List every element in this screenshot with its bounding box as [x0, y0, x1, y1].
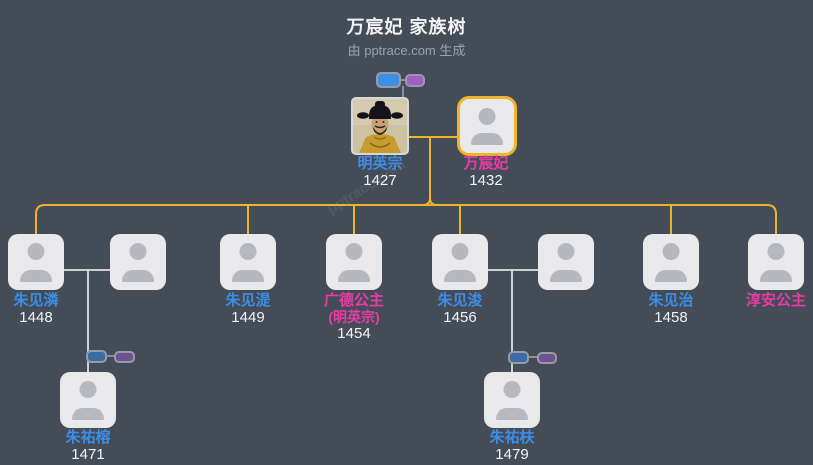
left-family-male-icon[interactable]	[86, 350, 107, 363]
node-card-child-4[interactable]	[326, 234, 382, 290]
person-name: 万宸妃	[463, 155, 509, 172]
label-grandchild-1: 朱祐榕 1471	[65, 429, 110, 463]
label-child-7: 朱见治 1458	[648, 292, 693, 326]
person-year: 1454	[337, 325, 371, 342]
person-placeholder-icon	[20, 270, 52, 282]
header: 万宸妃 家族树 由 pptrace.com 生成	[0, 14, 813, 60]
person-name: 明英宗	[357, 155, 403, 172]
emperor-portrait	[353, 99, 407, 153]
person-placeholder-icon	[129, 243, 147, 260]
person-placeholder-icon	[662, 243, 680, 260]
person-name: 朱见浚	[437, 292, 483, 309]
person-placeholder-icon	[655, 270, 687, 282]
person-year: 1471	[71, 446, 105, 463]
root-descent-line	[422, 137, 438, 206]
node-card-grandchild-1[interactable]	[60, 372, 116, 428]
label-child-8: 淳安公主	[746, 292, 806, 309]
person-placeholder-icon	[72, 408, 104, 420]
person-name-note: (明英宗)	[328, 309, 380, 325]
label-child-3: 朱见湜 1449	[225, 292, 270, 326]
node-card-child-1[interactable]	[8, 234, 64, 290]
label-root-wife: 万宸妃 1432	[463, 155, 508, 189]
label-child-1: 朱见潾 1448	[13, 292, 58, 326]
node-card-child-8[interactable]	[748, 234, 804, 290]
root-couple-female-icon[interactable]	[405, 74, 425, 87]
label-child-5: 朱见浚 1456	[437, 292, 482, 326]
person-year: 1448	[19, 309, 53, 326]
person-placeholder-icon	[496, 408, 528, 420]
node-card-root-wife[interactable]	[457, 96, 517, 156]
children-rail-line	[35, 204, 777, 234]
person-placeholder-icon	[478, 108, 496, 125]
person-placeholder-icon	[471, 133, 503, 145]
person-year: 1432	[469, 172, 503, 189]
person-name: 淳安公主	[745, 292, 807, 309]
node-card-root-husband[interactable]	[351, 97, 409, 155]
person-year: 1449	[231, 309, 265, 326]
page-title: 万宸妃 家族树	[346, 17, 467, 37]
person-placeholder-icon	[27, 243, 45, 260]
person-placeholder-icon	[550, 270, 582, 282]
node-card-child-3[interactable]	[220, 234, 276, 290]
person-placeholder-icon	[451, 243, 469, 260]
label-child-4: 广德公主 (明英宗) 1454	[324, 292, 384, 342]
person-placeholder-icon	[338, 270, 370, 282]
person-name: 朱见潾	[13, 292, 59, 309]
left-family-female-icon[interactable]	[114, 351, 135, 363]
person-placeholder-icon	[79, 381, 97, 398]
right-family-female-icon[interactable]	[537, 352, 557, 364]
person-name: 朱祐枎	[489, 429, 535, 446]
person-placeholder-icon	[760, 270, 792, 282]
person-name: 朱祐榕	[65, 429, 111, 446]
node-card-child-5[interactable]	[432, 234, 488, 290]
person-year: 1427	[363, 172, 397, 189]
person-placeholder-icon	[557, 243, 575, 260]
person-name: 朱见治	[648, 292, 694, 309]
person-year: 1456	[443, 309, 477, 326]
person-placeholder-icon	[345, 243, 363, 260]
person-name: 朱见湜	[225, 292, 271, 309]
root-couple-male-icon[interactable]	[376, 72, 401, 88]
node-card-child-5-spouse[interactable]	[538, 234, 594, 290]
person-placeholder-icon	[444, 270, 476, 282]
person-placeholder-icon	[122, 270, 154, 282]
right-family-male-icon[interactable]	[508, 351, 529, 364]
person-year: 1479	[495, 446, 529, 463]
person-name: 广德公主	[323, 292, 385, 309]
node-card-child-7[interactable]	[643, 234, 699, 290]
person-placeholder-icon	[767, 243, 785, 260]
page-subtitle: 由 pptrace.com 生成	[347, 43, 466, 58]
person-year: 1458	[654, 309, 688, 326]
node-card-grandchild-2[interactable]	[484, 372, 540, 428]
node-card-child-1-spouse[interactable]	[110, 234, 166, 290]
label-grandchild-2: 朱祐枎 1479	[489, 429, 534, 463]
person-placeholder-icon	[503, 381, 521, 398]
label-root-husband: 明英宗 1427	[357, 155, 402, 189]
person-placeholder-icon	[239, 243, 257, 260]
person-placeholder-icon	[232, 270, 264, 282]
